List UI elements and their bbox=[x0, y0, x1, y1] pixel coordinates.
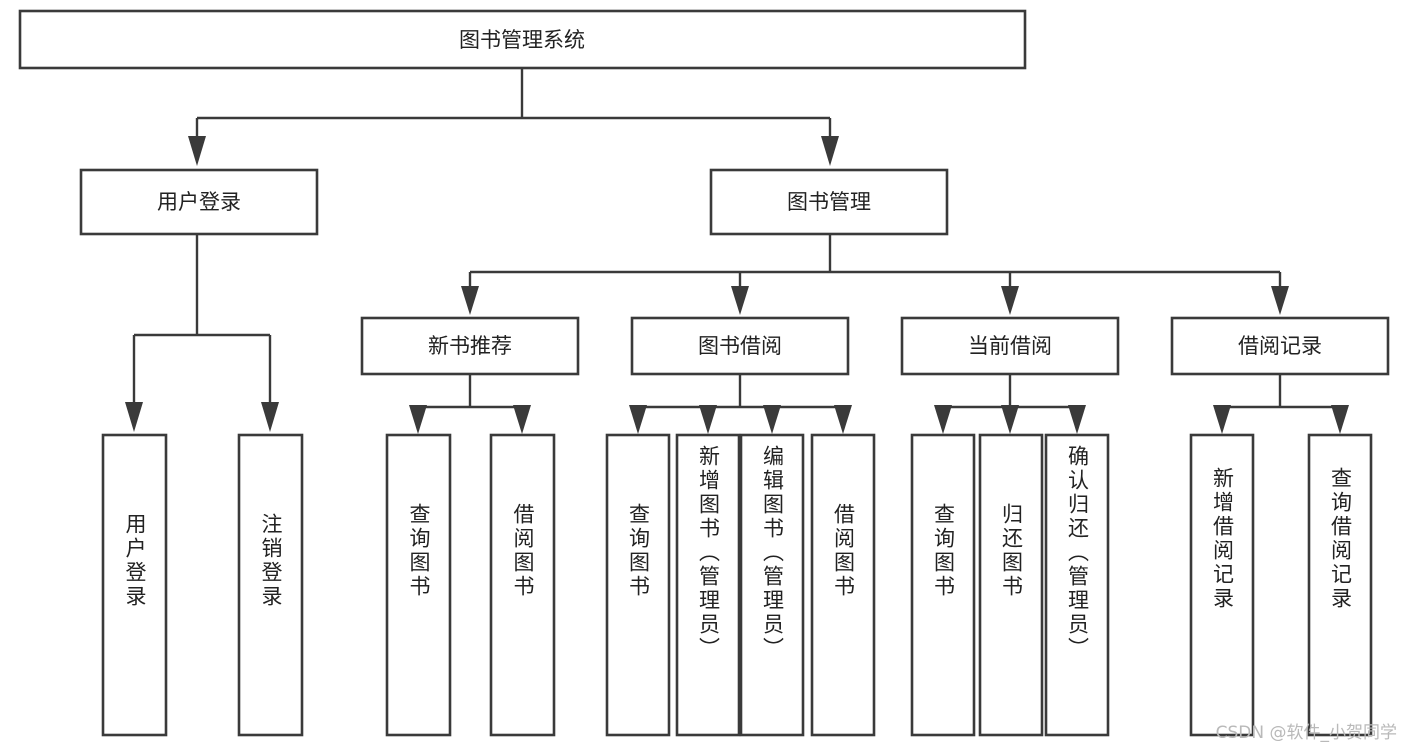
edges-root-to-level1 bbox=[188, 68, 839, 166]
arrow-book-borrow-leaf-4 bbox=[834, 405, 852, 434]
node-user-login-box[interactable] bbox=[79, 168, 319, 236]
leaf-box-query-book-2[interactable] bbox=[605, 433, 671, 737]
arrow-current-borrow-leaf-1 bbox=[934, 405, 952, 434]
leaf-box-add-record[interactable] bbox=[1189, 433, 1255, 737]
arrow-current-borrow-leaf-2 bbox=[1001, 405, 1019, 434]
node-new-book-recommend[interactable]: 新书推荐 bbox=[360, 316, 580, 376]
node-root-box[interactable] bbox=[18, 9, 1027, 70]
arrow-to-book-mgmt bbox=[821, 136, 839, 166]
node-book-management[interactable]: 图书管理 bbox=[709, 168, 949, 236]
leaf-box-query-book-1[interactable] bbox=[385, 433, 452, 737]
arrow-user-login-leaf-2 bbox=[261, 402, 279, 432]
leaf-box-logout[interactable] bbox=[237, 433, 304, 737]
arrow-to-user-login bbox=[188, 136, 206, 166]
node-borrow-record-label: 借阅记录 bbox=[1238, 334, 1322, 358]
edges-book-borrow-to-leaves bbox=[629, 374, 852, 434]
arrow-book-borrow-leaf-2 bbox=[699, 405, 717, 434]
node-borrow-record-box[interactable] bbox=[1170, 316, 1390, 376]
leaf-box-user-login[interactable] bbox=[101, 433, 168, 737]
node-current-borrow-box[interactable] bbox=[900, 316, 1120, 376]
leaf-box-borrow-book-1[interactable] bbox=[489, 433, 556, 737]
arrow-user-login-leaf-1 bbox=[125, 402, 143, 432]
arrow-book-borrow-leaf-3 bbox=[763, 405, 781, 434]
leaf-box-confirm-return[interactable] bbox=[1044, 433, 1110, 737]
edges-user-login-to-leaves bbox=[125, 234, 279, 432]
leaf-box-query-record[interactable] bbox=[1307, 433, 1373, 737]
arrow-new-book-leaf-2 bbox=[513, 405, 531, 434]
edges-current-borrow-to-leaves bbox=[934, 374, 1086, 434]
node-book-management-label: 图书管理 bbox=[787, 190, 871, 214]
node-new-book-recommend-box[interactable] bbox=[360, 316, 580, 376]
csdn-watermark: CSDN @软件_小贺同学 bbox=[1215, 723, 1397, 743]
arrow-to-current-borrow bbox=[1001, 286, 1019, 315]
leaf-boxes bbox=[101, 433, 1373, 737]
leaf-box-edit-book[interactable] bbox=[739, 433, 805, 737]
arrow-new-book-leaf-1 bbox=[409, 405, 427, 434]
edges-borrow-record-to-leaves bbox=[1213, 374, 1349, 434]
node-book-borrow-label: 图书借阅 bbox=[698, 334, 782, 358]
arrow-book-borrow-leaf-1 bbox=[629, 405, 647, 434]
node-user-login-label: 用户登录 bbox=[157, 190, 241, 214]
arrow-current-borrow-leaf-3 bbox=[1068, 405, 1086, 434]
node-current-borrow[interactable]: 当前借阅 bbox=[900, 316, 1120, 376]
node-book-management-box[interactable] bbox=[709, 168, 949, 236]
leaf-box-query-book-3[interactable] bbox=[910, 433, 976, 737]
node-user-login[interactable]: 用户登录 bbox=[79, 168, 319, 236]
arrow-to-book-borrow bbox=[731, 286, 749, 315]
edges-book-mgmt-to-level2 bbox=[461, 234, 1289, 315]
arrow-borrow-record-leaf-2 bbox=[1331, 405, 1349, 434]
arrow-to-new-book bbox=[461, 286, 479, 315]
node-current-borrow-label: 当前借阅 bbox=[968, 334, 1052, 358]
leaf-box-borrow-book-2[interactable] bbox=[810, 433, 876, 737]
leaf-box-return-book[interactable] bbox=[978, 433, 1044, 737]
arrow-borrow-record-leaf-1 bbox=[1213, 405, 1231, 434]
node-new-book-recommend-label: 新书推荐 bbox=[428, 334, 512, 358]
leaf-box-add-book[interactable] bbox=[675, 433, 741, 737]
node-root-label: 图书管理系统 bbox=[459, 28, 585, 52]
node-book-borrow-box[interactable] bbox=[630, 316, 850, 376]
node-book-borrow[interactable]: 图书借阅 bbox=[630, 316, 850, 376]
node-root[interactable]: 图书管理系统 bbox=[18, 9, 1027, 70]
arrow-to-borrow-record bbox=[1271, 286, 1289, 315]
node-borrow-record[interactable]: 借阅记录 bbox=[1170, 316, 1390, 376]
edges-new-book-to-leaves bbox=[409, 374, 531, 434]
